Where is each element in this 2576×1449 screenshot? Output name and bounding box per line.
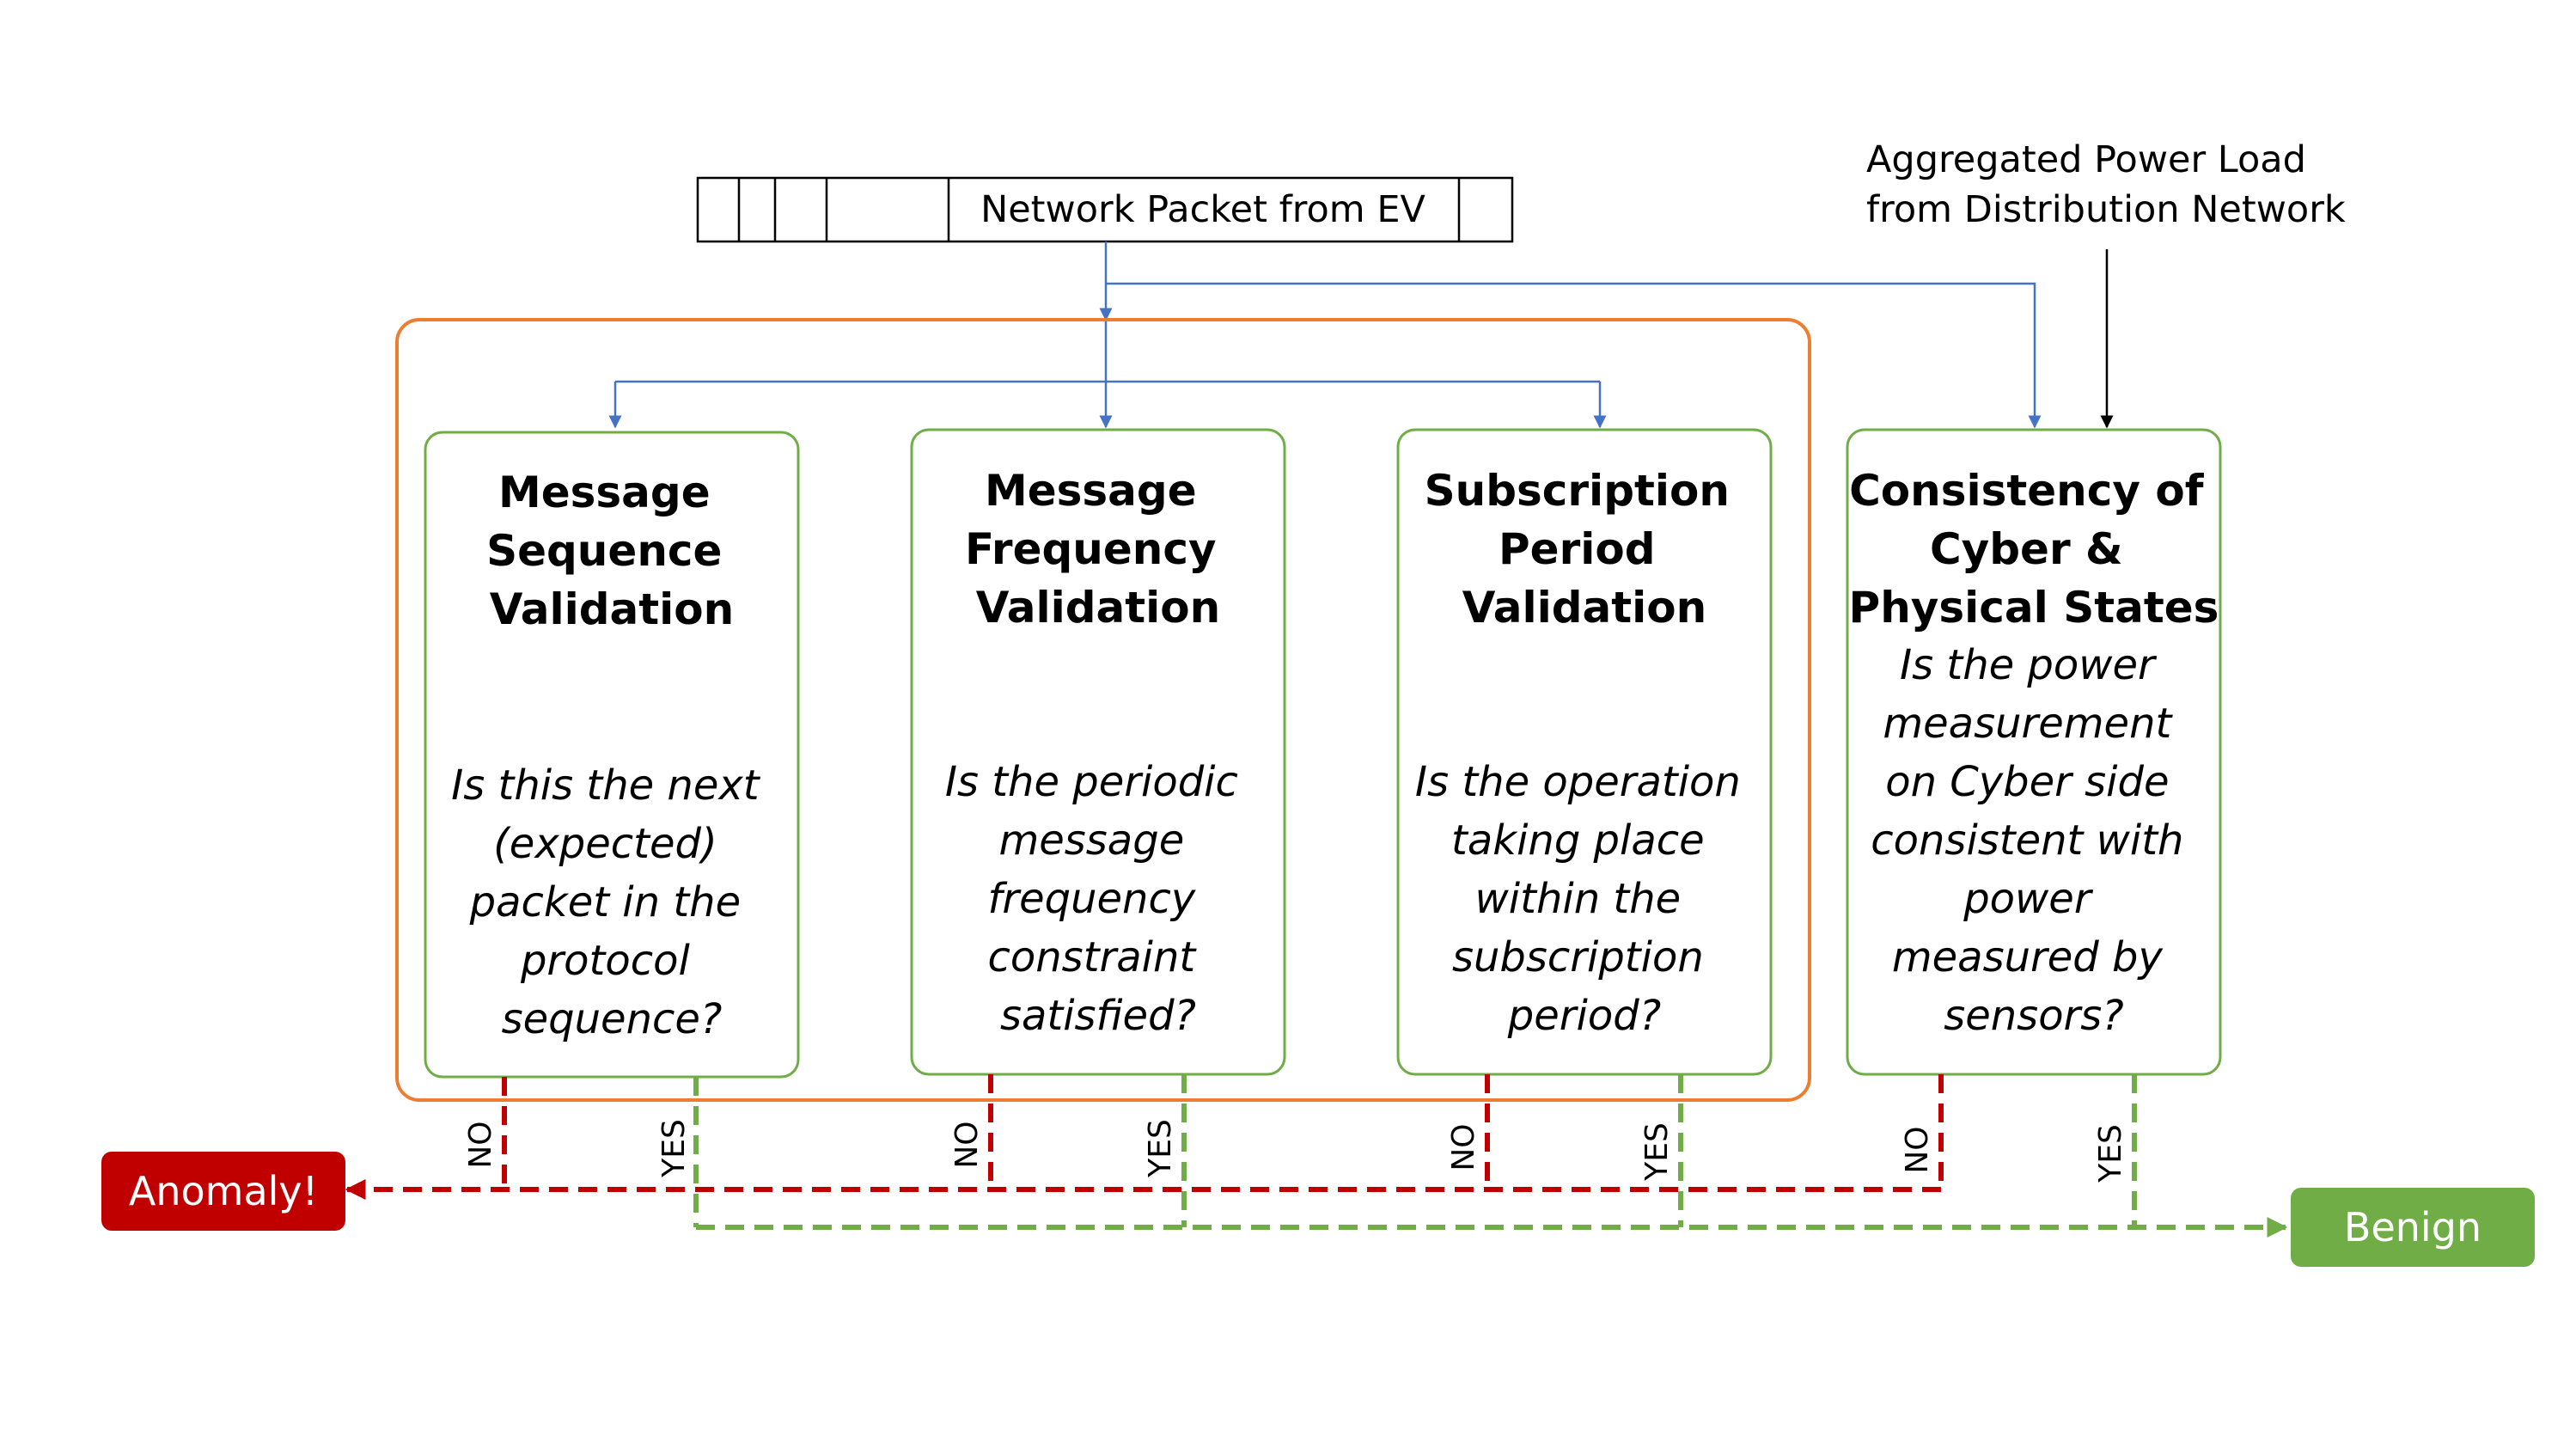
benign-box (2291, 1188, 2535, 1267)
yes-paths (693, 1074, 2288, 1238)
anomaly-box (101, 1152, 345, 1231)
check-title-line: Validation (1462, 583, 1707, 633)
check-title-line: Sequence (486, 526, 722, 576)
check-box (1846, 428, 2222, 1076)
protocol-checks-group (395, 318, 1811, 1102)
check-consistency: Consistency of Cyber & Physical States I… (1846, 428, 2222, 1076)
check-question-line: consistent with (1871, 816, 2183, 865)
check-box (910, 428, 1286, 1076)
anomaly-outcome: Anomaly! (101, 1152, 345, 1231)
branch-consistency (1106, 282, 2042, 429)
power-source-line1: Aggregated Power Load (1866, 138, 2306, 181)
check-question-line: protocol (520, 937, 691, 985)
benign-label: Benign (2344, 1204, 2481, 1250)
check-sequence: Message Sequence Validation Is this the … (424, 431, 800, 1079)
check-question-line: Is the power (1900, 641, 2158, 689)
yes-label: YES (1143, 1119, 1178, 1178)
check-title-line: Frequency (965, 524, 1217, 574)
no-label: NO (949, 1121, 985, 1168)
check-title-line: Subscription (1425, 466, 1730, 516)
no-label: NO (1900, 1126, 1935, 1173)
check-question-line: on Cyber side (1885, 758, 2169, 806)
check-box (1396, 428, 1773, 1076)
check-title-line: Validation (490, 584, 735, 634)
check-question-line: taking place (1451, 816, 1705, 865)
packet-routing (608, 242, 2042, 429)
anomaly-label: Anomaly! (129, 1168, 318, 1214)
check-box (424, 431, 800, 1079)
check-question-line: sensors? (1944, 992, 2124, 1040)
branch-labels: NO YES NO YES NO YES NO YES (463, 1119, 2128, 1183)
check-question-line: Is this the next (451, 761, 761, 810)
power-source: Aggregated Power Load from Distribution … (1866, 138, 2346, 429)
check-question: Is the power measurement on Cyber side c… (1871, 641, 2196, 1040)
check-title-line: Cyber & (1930, 524, 2123, 574)
check-question: Is the periodic message frequency constr… (945, 758, 1251, 1040)
check-question-line: power (1963, 875, 2094, 923)
check-question-line: message (999, 816, 1185, 865)
network-packet: Network Packet from EV (696, 176, 1514, 243)
check-title-line: Message (985, 466, 1197, 516)
no-label: NO (1446, 1123, 1481, 1171)
check-frequency: Message Frequency Validation Is the peri… (910, 428, 1286, 1076)
check-title: Consistency of Cyber & Physical States (1849, 466, 2219, 633)
packet-label: Network Packet from EV (980, 188, 1425, 231)
check-question-line: Is the operation (1415, 758, 1741, 806)
check-question-line: measurement (1883, 700, 2173, 748)
check-title-line: Period (1499, 524, 1656, 574)
check-title-line: Validation (976, 583, 1221, 633)
check-title-line: Consistency of (1849, 466, 2205, 516)
check-question: Is this the next (expected) packet in th… (451, 761, 772, 1043)
check-question-line: (expected) (493, 820, 717, 868)
benign-outcome: Benign (2291, 1188, 2535, 1267)
check-question-line: Is the periodic (945, 758, 1238, 806)
check-question-line: constraint (988, 933, 1198, 981)
check-title-line: Physical States (1849, 583, 2219, 633)
check-subscription: Subscription Period Validation Is the op… (1396, 428, 1773, 1076)
check-question-line: sequence? (502, 995, 723, 1043)
packet-frame (696, 176, 1514, 243)
check-title: Message Frequency Validation (965, 466, 1231, 633)
yes-label: YES (2093, 1124, 2128, 1183)
check-title: Subscription Period Validation (1425, 466, 1745, 633)
check-title: Message Sequence Validation (486, 468, 737, 634)
check-question-line: period? (1507, 992, 1661, 1040)
power-source-line2: from Distribution Network (1866, 188, 2346, 231)
check-question-line: subscription (1452, 933, 1704, 981)
check-question-line: within the (1475, 875, 1682, 923)
check-question-line: measured by (1892, 933, 2164, 981)
check-question-line: satisfied? (1000, 992, 1196, 1040)
yes-label: YES (1639, 1122, 1675, 1182)
check-question-line: frequency (987, 875, 1195, 923)
check-question-line: packet in the (469, 878, 741, 926)
check-title-line: Message (498, 468, 711, 517)
no-paths (345, 1074, 1944, 1200)
yes-label: YES (656, 1119, 692, 1178)
no-label: NO (463, 1121, 498, 1168)
check-question: Is the operation taking place within the… (1415, 758, 1754, 1040)
